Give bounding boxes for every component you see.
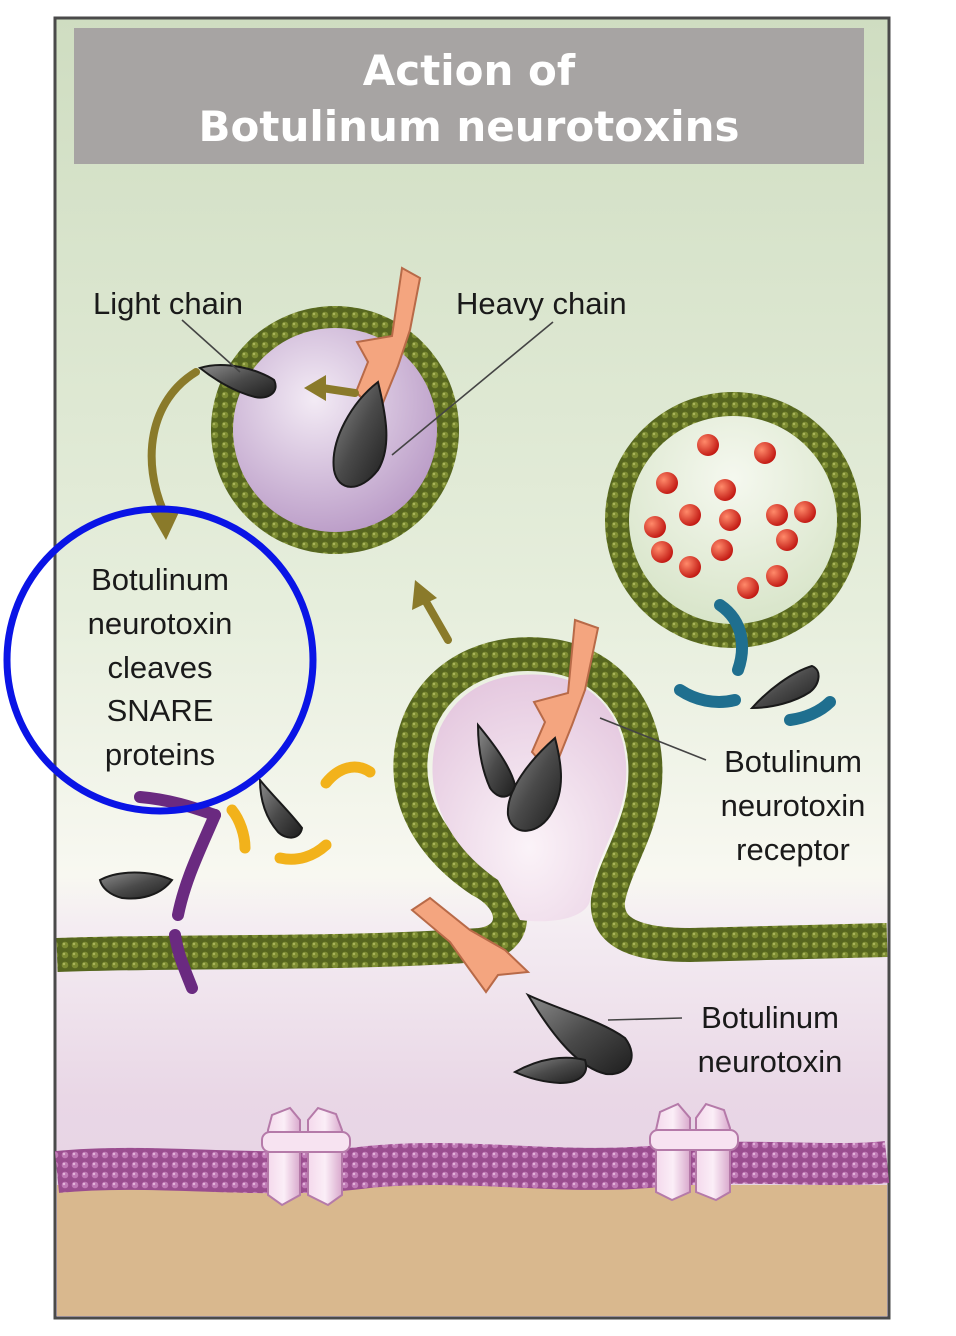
toxin-droplet-binding-small [512,1056,588,1085]
label-receptor-line-3: receptor [736,832,850,867]
label-cleaves-line-2: neurotoxin [88,606,233,641]
title-line-2: Botulinum neurotoxins [199,102,740,151]
neurotransmitter-molecules [644,434,816,599]
label-cleaves-line-1: Botulinum [91,562,229,597]
light-chain-cleaving-2 [98,871,174,900]
label-heavy-chain: Heavy chain [456,286,627,321]
light-chain-released [197,364,277,399]
toxin-droplet-pit [506,736,562,832]
label-neurotoxin-line-1: Botulinum [701,1000,839,1035]
arrow-pit-to-endosome [421,596,452,644]
snare-proteins [134,761,376,994]
arrow-light-chain-exit [318,384,359,397]
presynaptic-membrane [56,637,888,972]
toxin-droplet-pit-small [476,722,517,798]
light-chain-cleaving [258,777,304,839]
toxin-droplet-endosome [332,380,388,488]
heavy-chain-binding [410,896,531,994]
synaptic-vesicle [605,392,861,648]
label-neurotoxin: Botulinum neurotoxin [698,1000,843,1079]
label-cleaves-line-5: proteins [105,737,215,772]
label-light-chain: Light chain [93,286,243,321]
label-receptor: Botulinum neurotoxin receptor [721,744,866,867]
label-receptor-line-1: Botulinum [724,744,862,779]
postsynaptic-membrane [54,1141,890,1194]
arrow-light-chain-to-snare [147,368,200,519]
label-cleaves-snare: Botulinum neurotoxin cleaves SNARE prote… [88,562,233,772]
title-banner [74,28,864,164]
toxin-droplet-binding [525,992,633,1076]
receptor-channel-left [261,1106,351,1207]
receptor-channel-right [649,1102,739,1202]
muscle-cell [57,1185,887,1316]
label-receptor-line-2: neurotoxin [721,788,866,823]
toxin-droplet-receptor [749,664,820,710]
title-line-1: Action of [363,46,576,95]
label-cleaves-line-3: cleaves [107,650,212,685]
neurotoxin-receptor [674,599,836,726]
label-neurotoxin-line-2: neurotoxin [698,1044,843,1079]
highlight-circle [3,505,317,815]
leader-lines [181,319,707,1021]
label-cleaves-line-4: SNARE [107,693,214,728]
